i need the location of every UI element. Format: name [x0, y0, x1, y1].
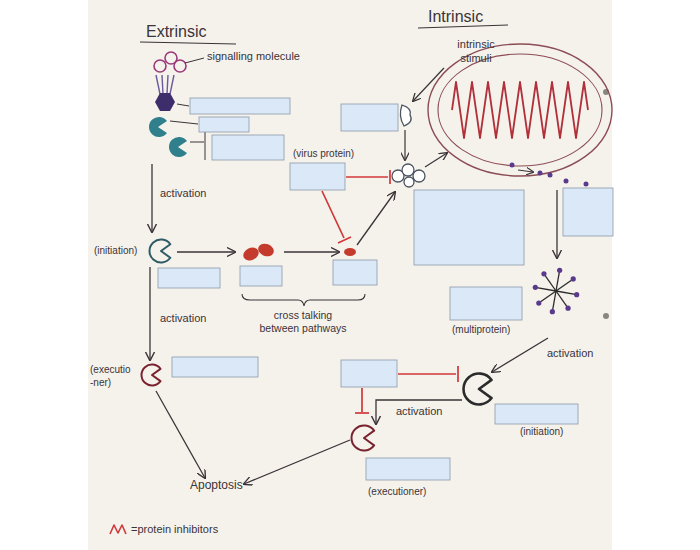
protein-fragment — [344, 248, 356, 256]
annotation-label: (virus protein) — [293, 148, 354, 161]
inhibitor-line — [322, 170, 458, 413]
caspase-symbol — [140, 360, 164, 390]
paper-hole — [603, 313, 609, 319]
activation-arrow — [151, 164, 152, 232]
activation-arrow — [556, 190, 557, 258]
legend-text: =protein inhibitors — [131, 523, 218, 535]
cross-talk-arrow — [177, 251, 235, 252]
caspase-node: Apoptosis — [190, 478, 244, 494]
notebook-paper — [88, 0, 612, 550]
heading-underline — [418, 25, 508, 28]
node-text: (executioner) — [368, 486, 426, 499]
receptor-symbol — [156, 75, 174, 94]
blank-answer-box — [158, 98, 613, 480]
node-text: (initiation) — [94, 245, 137, 258]
adaptor-hexagon — [155, 93, 175, 111]
caspase-node: (initiation) — [94, 236, 175, 267]
caspase-node: (executio -ner) — [90, 360, 165, 391]
caspase-symbol — [350, 424, 378, 452]
activation-arrow — [149, 267, 150, 360]
legend-entry: =protein inhibitors — [108, 522, 218, 536]
annotation-label: signalling molecule — [207, 50, 300, 64]
caspase-symbol — [148, 236, 174, 266]
node-text: (multiprotein) — [452, 324, 510, 337]
annotation-label: intrinsic stimuli — [444, 38, 508, 66]
leader-line — [185, 58, 204, 63]
edge-label: activation — [394, 405, 444, 419]
caspase-node: (initiation) — [462, 372, 565, 440]
edge-label: activation — [158, 312, 208, 326]
activation-arrow — [376, 400, 462, 424]
release-arrow — [518, 170, 533, 172]
node-text: (initiation) — [520, 426, 563, 439]
node-text: (executio -ner) — [90, 364, 136, 389]
edge-label: activation — [545, 347, 595, 361]
sensor-protein — [400, 105, 411, 126]
annotation-label: Intrinsic — [428, 7, 483, 27]
activation-arrow — [492, 338, 548, 372]
cross-talk-arrow — [284, 251, 339, 252]
adaptor-shape — [169, 137, 187, 157]
adaptor-shape — [149, 117, 167, 137]
protein-droplet — [241, 245, 261, 263]
heading-underline — [140, 42, 236, 44]
annotation-label: activation — [160, 187, 206, 201]
activation-arrow — [425, 153, 447, 167]
annotation-label: cross talking between pathways — [253, 309, 353, 335]
activation-arrow — [244, 440, 350, 484]
stimulus-arrow — [413, 68, 444, 101]
mitochondrion — [428, 44, 612, 176]
inhibitor-sample — [108, 522, 128, 536]
node-text: Apoptosis — [190, 478, 243, 493]
protein-droplet — [256, 242, 275, 259]
activation-arrow — [156, 391, 205, 478]
annotation-label: Extrinsic — [146, 22, 206, 42]
activation-arrow — [357, 192, 395, 245]
caspase-node: (executioner) — [350, 424, 428, 500]
caspase-node: (multiprotein) — [452, 262, 583, 338]
apoptosome-symbol — [530, 264, 582, 318]
brace — [242, 294, 365, 306]
pore-protein — [392, 164, 425, 187]
cytochrome-dot — [510, 163, 589, 187]
caspase-symbol — [462, 372, 496, 406]
signalling-molecule — [154, 52, 186, 72]
activation-arrow — [404, 130, 405, 160]
